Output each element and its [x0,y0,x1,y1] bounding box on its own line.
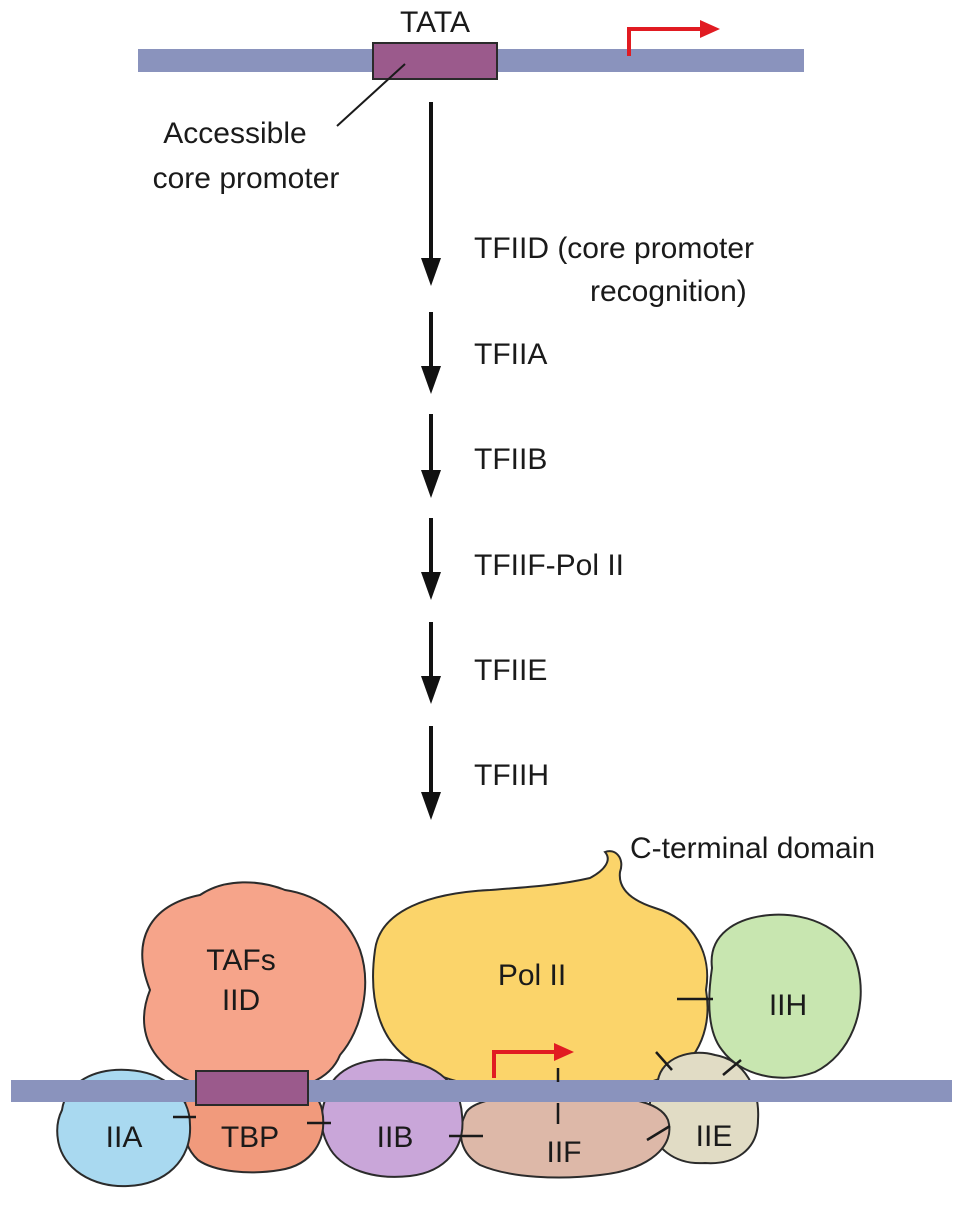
top-dna-group: TATA Accessible core promoter [138,6,804,195]
iib-blob [320,1058,464,1178]
accessible-label-line1: Accessible [163,117,306,150]
bottom-tata-box [195,1070,309,1106]
assembly-steps: TFIID (core promoter recognition) TFIIA … [421,102,754,820]
step-arrow-icon [421,518,441,600]
preinitiation-complex: C-terminal domain TAFs IID Pol II IIH II… [11,832,952,1188]
step-arrow-icon [421,312,441,394]
tafs-iid-blob [141,881,367,1092]
top-tss-arrow-icon [627,20,720,56]
step-arrow-icon [421,102,441,286]
step-arrow-icon [421,726,441,820]
iih-blob [708,913,862,1079]
bottom-tss-arrow-icon [492,1043,574,1078]
iie-label: IIE [696,1120,733,1153]
ctd-label: C-terminal domain [630,832,875,865]
step-tfiid-line1: TFIID (core promoter [474,232,754,265]
step-tfiif: TFIIF-Pol II [474,549,624,582]
tafs-label-line2: IID [222,984,260,1017]
step-arrow-icon [421,414,441,498]
bottom-dna-strand [11,1080,952,1102]
top-tata-box [372,42,498,80]
accessible-callout-line [336,63,406,127]
tafs-label-line1: TAFs [206,944,275,977]
tata-label: TATA [400,6,470,39]
step-tfiia: TFIIA [474,338,547,371]
iib-label: IIB [377,1121,414,1154]
step-tfiie: TFIIE [474,654,547,687]
pol2-label: Pol II [498,959,566,992]
tbp-label: TBP [221,1121,279,1154]
step-tfiib: TFIIB [474,443,547,476]
iif-label: IIF [547,1136,582,1169]
step-tfiih: TFIIH [474,759,549,792]
iih-label: IIH [769,989,807,1022]
step-arrow-icon [421,622,441,704]
contact-ticks [173,997,742,1142]
step-tfiid-line2: recognition) [590,275,747,308]
iia-label: IIA [106,1121,143,1154]
accessible-label-line2: core promoter [153,162,340,195]
